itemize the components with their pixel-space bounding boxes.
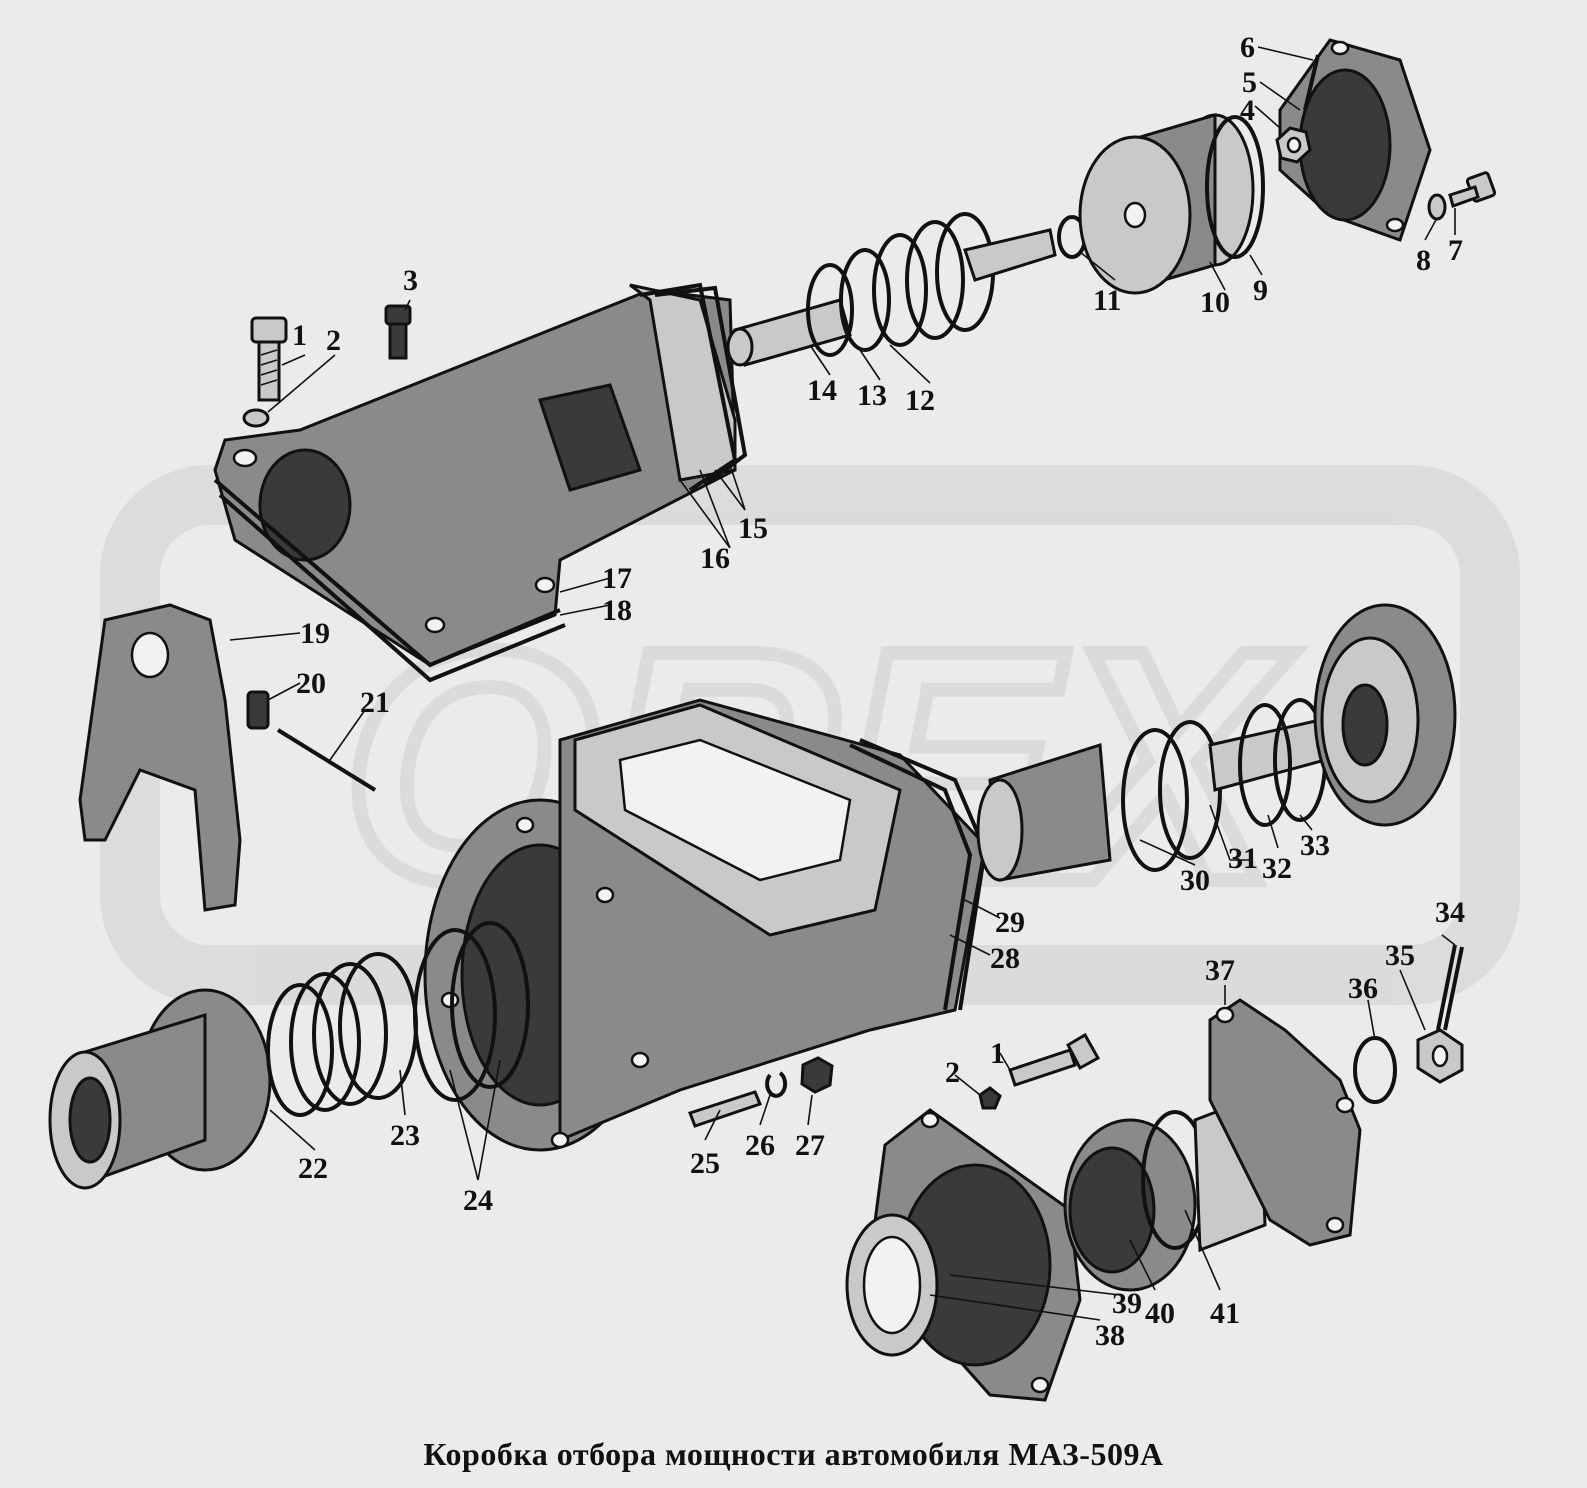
- bearing-right: [1313, 603, 1457, 827]
- seal-inner: [862, 1235, 922, 1335]
- callout-32: 32: [1262, 852, 1292, 885]
- flange-37: [1193, 998, 1362, 1253]
- nut-4: [1275, 126, 1312, 164]
- bearing-40: [1063, 1118, 1197, 1292]
- callout-1: 1: [292, 319, 307, 352]
- callout-35: 35: [1385, 939, 1415, 972]
- castle-nut-35: [1416, 1028, 1464, 1084]
- callout-25: 25: [690, 1147, 720, 1180]
- callout-17: 17: [602, 562, 632, 595]
- callout-31: 31: [1228, 842, 1258, 875]
- piston-stem: [963, 228, 1057, 282]
- callout-11: 11: [1093, 284, 1121, 317]
- pin-6: [1303, 54, 1320, 111]
- bearing-cover: [868, 1108, 1082, 1402]
- callout-23: 23: [390, 1119, 420, 1152]
- gaskets-15-16: [639, 282, 748, 492]
- cylinder-cover: [1278, 38, 1432, 242]
- callout-8: 8: [1416, 244, 1431, 277]
- gaskets-17-18: [213, 478, 566, 683]
- callout-33: 33: [1300, 829, 1330, 862]
- diagram-caption: Коробка отбора мощности автомобиля МАЗ-5…: [423, 1436, 1164, 1472]
- callout-10: 10: [1200, 286, 1230, 319]
- callout-7: 7: [1448, 234, 1463, 267]
- callout-30: 30: [1180, 864, 1210, 897]
- washer-36: [1353, 1036, 1397, 1104]
- bolt-7: [1448, 171, 1497, 208]
- callout-24: 24: [463, 1184, 493, 1217]
- callout-37: 37: [1205, 954, 1235, 987]
- clutch-sleeve-22: [48, 988, 272, 1190]
- leader-lines: [229, 46, 1456, 1321]
- callout-2: 2: [326, 324, 341, 357]
- washer-8: [1427, 193, 1447, 221]
- callout-34: 34: [1435, 896, 1465, 929]
- callout-28: 28: [990, 942, 1020, 975]
- washer-2-top: [242, 408, 270, 428]
- rings-24: [413, 921, 530, 1102]
- callout-39: 39: [1112, 1287, 1142, 1320]
- shim-32: [1238, 703, 1292, 827]
- gearbox-housing: [423, 698, 987, 1152]
- callout-36: 36: [1348, 972, 1378, 1005]
- bolt-1-top: [250, 316, 288, 402]
- callout-2-bottom: 2: [945, 1056, 960, 1089]
- callout-22: 22: [298, 1152, 328, 1185]
- callout-14: 14: [807, 374, 837, 407]
- callout-9: 9: [1253, 274, 1268, 307]
- callout-29: 29: [995, 906, 1025, 939]
- callout-26: 26: [745, 1129, 775, 1162]
- piston-10: [1078, 112, 1255, 295]
- callout-19: 19: [300, 617, 330, 650]
- nut-27: [800, 1056, 834, 1094]
- callout-labels: 1 2 3 4 5 6 7 8 9 10 11 12 13 14 15 16 1…: [292, 31, 1465, 1352]
- seal-ring-9: [1205, 115, 1265, 259]
- callout-13: 13: [857, 379, 887, 412]
- stud-25: [688, 1090, 763, 1128]
- callout-40: 40: [1145, 1297, 1175, 1330]
- callout-4: 4: [1240, 94, 1255, 127]
- plug-20: [246, 690, 270, 730]
- cotter-pin-34: [1436, 944, 1464, 1031]
- callout-3: 3: [403, 264, 418, 297]
- callout-12: 12: [905, 384, 935, 417]
- callout-5: 5: [1242, 66, 1257, 99]
- lock-washer-26: [765, 1071, 788, 1098]
- callout-18: 18: [602, 594, 632, 627]
- pin-21: [276, 728, 377, 792]
- breather-3: [384, 304, 412, 360]
- callout-38: 38: [1095, 1319, 1125, 1352]
- bolt-1-bottom: [1008, 1032, 1101, 1087]
- callout-41: 41: [1210, 1297, 1240, 1330]
- callout-6: 6: [1240, 31, 1255, 64]
- callout-27: 27: [795, 1129, 825, 1162]
- callout-16: 16: [700, 542, 730, 575]
- callout-20: 20: [296, 667, 326, 700]
- callout-15: 15: [738, 512, 768, 545]
- callout-21: 21: [360, 686, 390, 719]
- shift-fork-19: [78, 603, 242, 912]
- callout-1-bottom: 1: [990, 1037, 1005, 1070]
- washer-2-bottom: [978, 1086, 1002, 1110]
- gaskets-28-29: [849, 738, 988, 1011]
